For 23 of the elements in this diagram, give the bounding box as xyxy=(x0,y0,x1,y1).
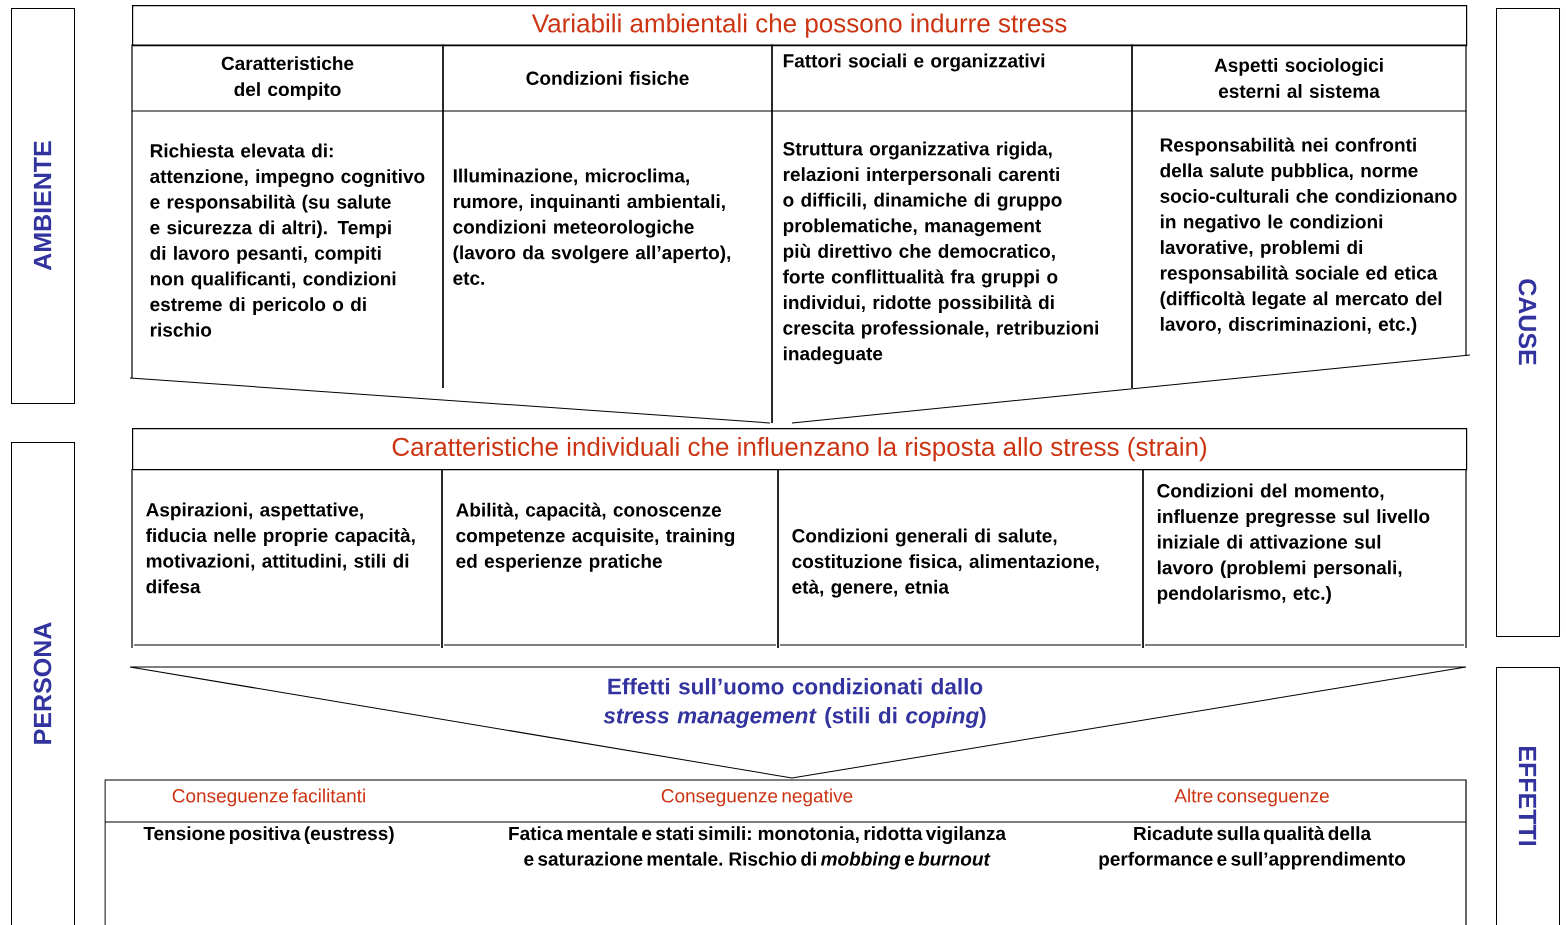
node-label: Illuminazione, microclima, rumore, inquinanti ambientali, condizioni meteorologiche (lavoro da svolgere all’aperto), etc. xyxy=(453,168,731,285)
table-column: Conseguenze negative Fatica mentale e stati simili: monotonia, ridotta vigilanza e saturazione mentale. Rischio di mobbing e burnout xyxy=(509,788,1007,870)
side-band: AMBIENTE xyxy=(11,8,75,404)
table-column: Caratteristiche del compito Richiesta elevata di: attenzione, impegno cognitivo e responsabilità (su salute e sicurezza di altri). Tempi di lavoro pesanti, compiti non qualificanti, condizioni estreme di pericolo o di rischio xyxy=(131,44,444,389)
table-cell: Abilità, capacità, conoscenze competenze acquisite, training ed esperienze pratiche xyxy=(441,468,779,649)
side-band: CAUSE xyxy=(1496,8,1560,637)
node-label: Struttura organizzativa rigida, relazioni interpersonali carenti o difficili, dinamiche di gruppo problematiche, management più direttivo che democratico, forte conflittualità fra gruppi o individui, ridotte possibilità di crescita professionale, retribuzioni inadeguate xyxy=(782,141,1099,365)
table-column: Fattori sociali e organizzativi Struttura organizzativa rigida, relazioni interpersonali carenti o difficili, dinamiche di gruppo problematiche, management più direttivo che democratico, forte conflittualità fra gruppi o individui, ridotte possibilità di crescita professionale, retribuzioni inadeguate xyxy=(771,44,1133,424)
table-cell: Condizioni generali di salute, costituzione fisica, alimentazione, età, genere, etnia xyxy=(777,468,1144,649)
funnel-triangle: Effetti sull’uomo condizionati dallo stress management (stili di coping) xyxy=(129,666,1467,779)
table-column: Altre conseguenze Ricadute sulla qualità della performance e sull’apprendimento xyxy=(1099,788,1405,870)
table-cell: Aspirazioni, aspettative, fiducia nelle proprie capacità, motivazioni, attitudini, stili di difesa xyxy=(131,468,443,649)
table-cell: Condizioni del momento, influenze pregresse sul livello iniziale di attivazione sul lavoro (problemi personali, pendolarismo, etc.) xyxy=(1142,468,1467,649)
table-column: Conseguenze facilitanti Tensione positiva (eustress) xyxy=(143,788,394,844)
side-band: EFFETTI xyxy=(1496,667,1560,925)
node-label: Richiesta elevata di: attenzione, impegno cognitivo e responsabilità (su salute e sicurezza di altri). Tempi di lavoro pesanti, compiti non qualificanti, condizioni estreme di pericolo o di rischio xyxy=(150,143,425,337)
table-frame xyxy=(104,779,1467,925)
table-header: Variabili ambientali che possono indurre stress xyxy=(132,5,1468,47)
table-header: Caratteristiche individuali che influenzano la risposta allo stress (strain) xyxy=(132,428,1468,471)
table-column: Aspetti sociologici esterni al sistema Responsabilità nei confronti della salute pubblica, norme socio-culturali che condizionano in negativo le condizioni lavorative, problemi di responsabilità sociale ed etica (difficoltà legate al mercato del lavoro, discriminazioni, etc.) xyxy=(1131,44,1467,389)
side-band: PERSONA xyxy=(11,442,75,925)
table-column: Condizioni fisiche Illuminazione, microclima, rumore, inquinanti ambientali, condizioni meteorologiche (lavoro da svolgere all’aperto), etc. xyxy=(442,44,773,424)
node-label: Responsabilità nei confronti della salute pubblica, norme socio-culturali che condizionano in negativo le condizioni lavorative, problemi di responsabilità sociale ed etica (difficoltà legate al mercato del lavoro, discriminazioni, etc.) xyxy=(1160,137,1457,335)
